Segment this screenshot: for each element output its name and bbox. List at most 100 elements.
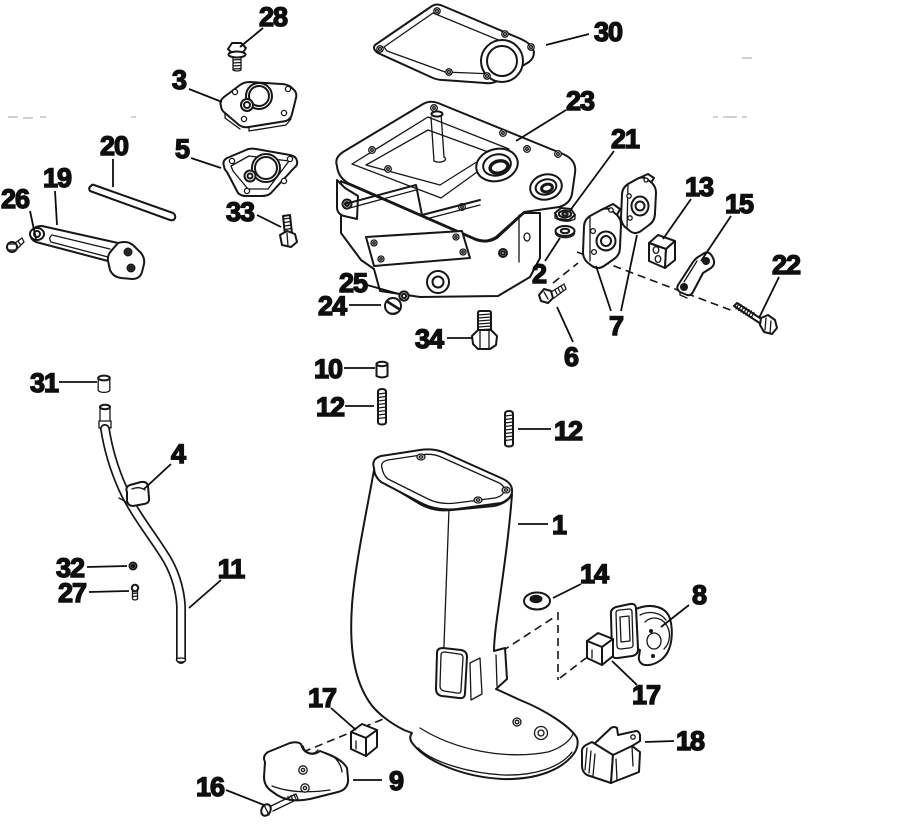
callout-number-c6: 6 <box>564 342 579 372</box>
callout-c28: 28 <box>239 1 290 48</box>
callout-c13: 13 <box>662 171 716 240</box>
callout-number-c15: 15 <box>725 189 754 219</box>
part-33-bolt <box>279 214 298 248</box>
part-28-bolt <box>227 42 247 72</box>
callout-c12a: 12 <box>315 391 374 423</box>
part-26-screw <box>6 237 25 253</box>
callout-leader-line <box>366 284 400 295</box>
callout-leader-line <box>86 565 128 568</box>
callout-leader-line <box>515 109 567 142</box>
callout-leader-line <box>188 88 223 103</box>
callout-number-c32: 32 <box>56 553 84 583</box>
callout-leader-line <box>568 150 615 213</box>
callout-number-c11: 11 <box>218 554 246 584</box>
part-2-washer <box>554 225 576 239</box>
callout-c5: 5 <box>174 133 222 169</box>
scan-artifacts <box>8 57 752 119</box>
part-8-mount-bracket <box>609 602 673 667</box>
callout-number-c2: 2 <box>532 259 546 289</box>
callout-c24: 24 <box>317 290 381 322</box>
part-20-pin <box>88 183 177 222</box>
callout-number-c34: 34 <box>415 324 444 354</box>
part-30-gasket <box>373 3 535 85</box>
callout-number-c1: 1 <box>552 510 567 540</box>
part-7-mount-left <box>582 203 622 269</box>
callout-c12b: 12 <box>518 415 584 447</box>
callout-c25: 25 <box>338 267 400 299</box>
callout-number-c21: 21 <box>611 124 640 154</box>
callout-leader-line <box>644 740 675 743</box>
callout-leader-line <box>758 276 780 319</box>
callout-number-c27: 27 <box>58 578 86 608</box>
callout-leader-line <box>190 157 222 169</box>
callout-leader-line <box>239 27 264 48</box>
callout-c8: 8 <box>660 579 709 628</box>
callout-c32: 32 <box>55 552 128 584</box>
callout-c21: 21 <box>568 123 642 213</box>
callout-leader-line <box>88 590 130 593</box>
callout-number-c24: 24 <box>318 291 347 321</box>
part-34-bolt <box>471 310 498 350</box>
callout-c4: 4 <box>143 438 188 490</box>
callout-number-c17a: 17 <box>632 680 660 710</box>
callout-leader-line <box>54 190 58 226</box>
callout-number-c23: 23 <box>566 86 595 116</box>
callout-c30: 30 <box>545 16 624 48</box>
callout-c27: 27 <box>57 577 130 609</box>
part-6-bolt <box>538 283 567 304</box>
callout-c3: 3 <box>171 64 223 103</box>
callout-leader-line <box>330 707 357 731</box>
part-32-washer <box>128 561 138 571</box>
part-22-bolt <box>733 302 778 335</box>
callout-c19: 19 <box>42 162 74 226</box>
callout-leader-line <box>662 198 692 240</box>
callout-c7: 7 <box>595 234 638 342</box>
callout-c17a: 17 <box>611 660 662 711</box>
callout-c23: 23 <box>515 85 597 142</box>
callout-leader-line <box>595 265 612 312</box>
callout-leader-line <box>143 463 172 490</box>
callout-number-c18: 18 <box>676 726 705 756</box>
part-23-adapter-housing <box>335 100 577 298</box>
part-24-plug <box>384 297 402 315</box>
part-19-link-arm <box>29 225 146 280</box>
callout-c33: 33 <box>225 196 282 228</box>
part-3-cover-plate <box>219 81 298 132</box>
callout-number-c3: 3 <box>172 65 187 95</box>
part-4-clamp <box>118 480 151 507</box>
part-14-grommet <box>523 591 551 611</box>
callout-c15: 15 <box>700 188 756 262</box>
callout-leader-line <box>256 214 282 228</box>
part-9-mount-cover <box>263 741 350 802</box>
callout-c11: 11 <box>188 553 247 609</box>
callout-leader-line <box>225 789 265 806</box>
callout-number-c30: 30 <box>594 17 622 47</box>
part-1-exhaust-housing <box>350 448 579 781</box>
callout-leader-line <box>556 306 574 343</box>
part-25-grommet <box>398 290 410 302</box>
callout-c31: 31 <box>29 367 97 399</box>
callout-c14: 14 <box>552 558 611 599</box>
callout-number-c4: 4 <box>171 439 186 469</box>
part-11-tube <box>98 403 187 664</box>
part-16-screw <box>260 793 299 817</box>
callout-number-c31: 31 <box>30 368 59 398</box>
callout-c16: 16 <box>195 771 265 806</box>
part-7-mount-right <box>620 173 657 234</box>
part-15-bracket-plate <box>676 251 716 299</box>
callout-c6: 6 <box>556 306 581 373</box>
part-12-stud-right <box>504 410 514 448</box>
part-17-mount-cube-right <box>586 632 614 666</box>
callout-leader-line <box>29 210 37 240</box>
callout-number-c5: 5 <box>175 134 190 164</box>
callout-leader-line <box>620 234 638 312</box>
part-27-screw <box>130 583 140 601</box>
callout-leader-line <box>700 215 732 262</box>
callout-number-c20: 20 <box>100 131 128 161</box>
callout-c17b: 17 <box>307 682 357 731</box>
callout-number-c19: 19 <box>43 163 72 193</box>
callout-number-c12b: 12 <box>554 416 582 446</box>
part-13-spacer-block <box>648 234 676 269</box>
